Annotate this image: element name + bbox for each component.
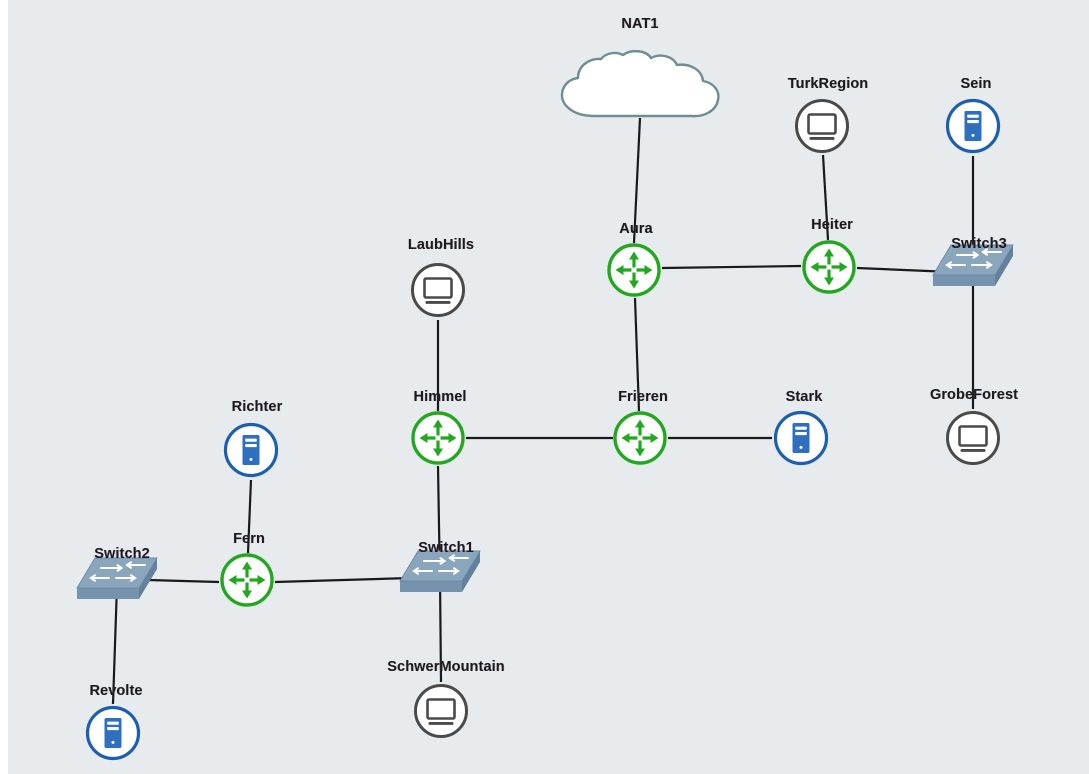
pc-icon — [944, 409, 1002, 467]
node-aura[interactable] — [606, 242, 662, 298]
node-label-fern: Fern — [233, 531, 265, 547]
node-richter[interactable] — [222, 421, 280, 479]
node-stark[interactable] — [772, 409, 830, 467]
node-label-aura: Aura — [619, 221, 653, 237]
node-label-heiter: Heiter — [811, 217, 853, 233]
node-revolte[interactable] — [84, 704, 142, 762]
node-label-sein: Sein — [960, 76, 992, 92]
pc-icon — [409, 261, 467, 319]
server-icon — [222, 421, 280, 479]
server-icon — [84, 704, 142, 762]
node-label-stark: Stark — [785, 389, 823, 405]
node-label-schwermountain: SchwerMountain — [387, 659, 505, 675]
link-switch1-schwermountain[interactable] — [438, 577, 443, 683]
pc-icon — [793, 97, 851, 155]
switch-icon — [394, 545, 486, 601]
link-fern-switch2[interactable] — [147, 578, 220, 584]
router-icon — [612, 410, 668, 466]
link-switch2-revolte[interactable] — [111, 584, 119, 705]
node-switch3[interactable] — [927, 239, 1019, 295]
link-nat1-aura[interactable] — [632, 117, 642, 244]
node-nat1[interactable] — [554, 50, 726, 126]
pc-icon — [412, 682, 470, 740]
node-turkregion[interactable] — [793, 97, 851, 155]
link-aura-heiter[interactable] — [661, 264, 802, 270]
node-label-revolte: Revolte — [89, 683, 143, 699]
node-label-grobeforest: GrobeForest — [929, 387, 1019, 403]
canvas-left-gutter — [0, 0, 8, 774]
switch-icon — [71, 552, 163, 608]
node-label-nat1: NAT1 — [621, 16, 659, 32]
cloud-icon — [554, 50, 726, 126]
node-label-richter: Richter — [231, 399, 283, 415]
router-icon — [219, 552, 275, 608]
node-fern[interactable] — [219, 552, 275, 608]
link-turkregion-heiter[interactable] — [821, 154, 830, 241]
link-aura-frieren[interactable] — [633, 297, 641, 412]
node-laubhills[interactable] — [409, 261, 467, 319]
server-icon — [772, 409, 830, 467]
link-switch1-fern[interactable] — [274, 576, 412, 584]
node-switch1[interactable] — [394, 545, 486, 601]
node-himmel[interactable] — [410, 410, 466, 466]
node-label-himmel: Himmel — [413, 389, 467, 405]
router-icon — [410, 410, 466, 466]
node-label-laubhills: LaubHills — [407, 237, 475, 253]
server-icon — [944, 97, 1002, 155]
node-switch2[interactable] — [71, 552, 163, 608]
node-schwermountain[interactable] — [412, 682, 470, 740]
node-frieren[interactable] — [612, 410, 668, 466]
node-label-frieren: Frieren — [618, 389, 668, 405]
router-icon — [801, 239, 857, 295]
switch-icon — [927, 239, 1019, 295]
node-grobeforest[interactable] — [944, 409, 1002, 467]
node-heiter[interactable] — [801, 239, 857, 295]
node-label-turkregion: TurkRegion — [787, 76, 869, 92]
router-icon — [606, 242, 662, 298]
link-fern-richter[interactable] — [246, 479, 253, 554]
node-sein[interactable] — [944, 97, 1002, 155]
